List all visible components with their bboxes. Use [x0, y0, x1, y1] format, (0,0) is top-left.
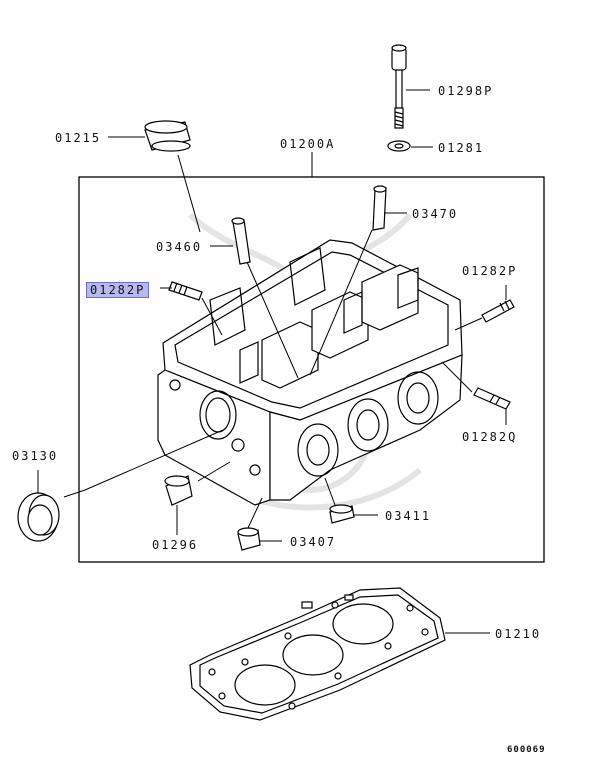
stud-01282P-right [481, 299, 515, 323]
stud-01282P-left [168, 281, 203, 301]
stud-01282Q [473, 387, 511, 410]
part-label-03411[interactable]: 03411 [385, 509, 432, 523]
seal-03130 [17, 492, 60, 542]
part-label-01281[interactable]: 01281 [438, 141, 485, 155]
figure-number: 600069 [507, 745, 546, 755]
part-label-01282P[interactable]: 01282P [462, 264, 518, 278]
part-label-03407[interactable]: 03407 [290, 535, 337, 549]
part-label-01282Q[interactable]: 01282Q [462, 430, 518, 444]
plug-03407 [237, 527, 261, 551]
guide-03460 [231, 217, 251, 265]
part-label-01210[interactable]: 01210 [495, 627, 542, 641]
part-label-01296[interactable]: 01296 [152, 538, 199, 552]
ports [169, 371, 439, 477]
guide-03470 [372, 185, 387, 231]
bolt-01298P [391, 44, 407, 129]
part-label-01298P[interactable]: 01298P [438, 84, 494, 98]
plug-03411 [329, 504, 355, 524]
part-label-01282P-highlighted[interactable]: 01282P [86, 282, 150, 298]
cam-journals [209, 247, 419, 389]
leader-lines [37, 89, 507, 634]
seal-01215 [144, 120, 191, 152]
plug-01296 [164, 475, 193, 506]
part-label-03130[interactable]: 03130 [12, 449, 59, 463]
part-label-03470[interactable]: 03470 [412, 207, 459, 221]
washer-01281 [387, 140, 411, 152]
head-gasket-01210 [189, 587, 446, 721]
part-label-01200A[interactable]: 01200A [280, 137, 336, 151]
part-label-03460[interactable]: 03460 [156, 240, 203, 254]
part-label-01215[interactable]: 01215 [55, 131, 102, 145]
